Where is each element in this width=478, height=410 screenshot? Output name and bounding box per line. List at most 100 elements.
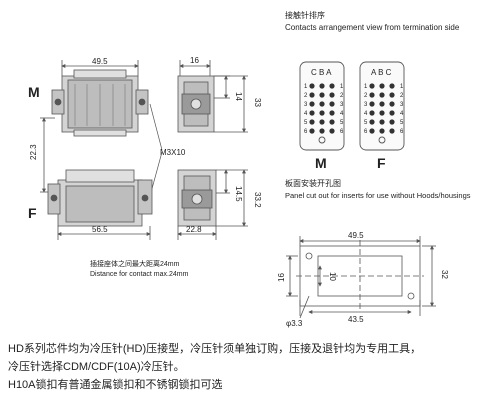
- contact-pin: [369, 119, 375, 125]
- pin-row-label: 4: [400, 111, 404, 117]
- contact-pins: 1 1 2 2 3 3 4 4 5 5 6 6 1 1 2 2 3 3 4 4 5 5 6 6: [304, 83, 404, 135]
- contact-pin: [319, 101, 325, 107]
- pin-row-label: 3: [304, 102, 308, 108]
- contact-pin: [329, 83, 335, 89]
- note-line: 冷压针选择CDM/CDF(10A)冷压针。: [8, 361, 185, 373]
- female-side-dim: 22.8: [186, 225, 202, 234]
- male-side-dim: 16: [190, 56, 199, 65]
- male-insert-label: M: [315, 155, 327, 171]
- male-side-view: [177, 60, 248, 133]
- contact-pin: [389, 119, 395, 125]
- contact-pin: [309, 110, 315, 116]
- female-s2-dim: 33.2: [253, 192, 262, 208]
- contact-pin: [329, 128, 335, 134]
- contact-pin: [319, 110, 325, 116]
- pin-row-label: 5: [340, 120, 344, 126]
- female-side-view: [177, 169, 248, 240]
- panel-h2: 10: [328, 272, 337, 281]
- pin-row-label: 2: [340, 93, 344, 99]
- contact-pin: [319, 119, 325, 125]
- panel-title-en: Panel cut out for inserts for use withou…: [285, 191, 471, 200]
- male-width-dim: 49.5: [92, 57, 108, 66]
- notes-block: HD系列芯件均为冷压针(HD)压接型，冷压针须单独订购，压接及退针均为专用工具，…: [8, 340, 472, 394]
- panel-w1: 49.5: [348, 231, 364, 240]
- pin-row-label: 4: [340, 111, 344, 117]
- pin-row-label: 3: [340, 102, 344, 108]
- note-line: H10A锁扣有普通金属锁扣和不锈钢锁扣可选: [8, 379, 223, 391]
- pin-row-label: 1: [364, 84, 368, 90]
- panel-cutout: [286, 236, 436, 319]
- female-width-dim: 56.5: [92, 225, 108, 234]
- pin-row-label: 1: [304, 84, 308, 90]
- pin-row-label: 2: [400, 93, 404, 99]
- contact-pin: [309, 128, 315, 134]
- panel-hole: φ3.3: [286, 319, 303, 328]
- contact-pin: [379, 92, 385, 98]
- male-s2-dim: 33: [253, 98, 262, 107]
- contact-pin: [379, 110, 385, 116]
- panel-h1: 16: [277, 273, 286, 282]
- pin-row-label: 6: [400, 129, 404, 135]
- pin-row-label: 3: [364, 102, 368, 108]
- contact-pin: [329, 92, 335, 98]
- contact-pin: [369, 128, 375, 134]
- female-label: F: [28, 205, 37, 221]
- pin-row-label: 3: [400, 102, 404, 108]
- overall-height-dim: [40, 117, 55, 193]
- contact-pin: [369, 83, 375, 89]
- pin-row-label: 6: [340, 129, 344, 135]
- contact-pin: [309, 83, 315, 89]
- contact-pin: [319, 83, 325, 89]
- contact-pin: [379, 83, 385, 89]
- contact-pin: [319, 128, 325, 134]
- pin-row-label: 2: [304, 93, 308, 99]
- male-label: M: [28, 84, 40, 100]
- contact-pin: [369, 110, 375, 116]
- contact-pin: [389, 110, 395, 116]
- pin-row-label: 5: [364, 120, 368, 126]
- female-front-view: [47, 169, 153, 240]
- left-dim: 22.3: [29, 144, 38, 160]
- mating-title-en: Contacts arrangement view from terminati…: [285, 23, 460, 32]
- pin-row-label: 4: [304, 111, 308, 117]
- contact-pin: [379, 101, 385, 107]
- female-s1-dim: 14.5: [234, 186, 243, 202]
- panel-h3: 32: [440, 270, 449, 279]
- male-s1-dim: 14: [234, 92, 243, 101]
- distance-note-en: Distance for contact max.24mm: [90, 271, 189, 278]
- contact-pin: [389, 92, 395, 98]
- contact-pin: [379, 128, 385, 134]
- female-columns: A B C: [371, 68, 392, 77]
- contact-pin: [309, 92, 315, 98]
- contact-pin: [389, 83, 395, 89]
- contact-pin: [309, 119, 315, 125]
- pin-row-label: 6: [304, 129, 308, 135]
- contact-pin: [329, 101, 335, 107]
- female-insert-label: F: [377, 155, 386, 171]
- pin-row-label: 4: [364, 111, 368, 117]
- panel-title-cn: 板面安装开孔图: [285, 178, 341, 188]
- male-columns: C B A: [311, 68, 332, 77]
- panel-w2: 43.5: [348, 315, 364, 324]
- contact-pin: [389, 101, 395, 107]
- pin-row-label: 5: [400, 120, 404, 126]
- contact-pin: [379, 119, 385, 125]
- contact-pin: [369, 101, 375, 107]
- contact-pin: [389, 128, 395, 134]
- distance-note-cn: 插接座体之间最大距离24mm: [90, 259, 180, 268]
- screw-label: M3X10: [160, 148, 186, 157]
- male-front-view: [51, 60, 149, 137]
- contact-pin: [309, 101, 315, 107]
- pin-row-label: 2: [364, 93, 368, 99]
- pin-row-label: 5: [304, 120, 308, 126]
- contact-pin: [329, 119, 335, 125]
- pin-row-label: 6: [364, 129, 368, 135]
- pin-row-label: 1: [400, 84, 404, 90]
- pin-row-label: 1: [340, 84, 344, 90]
- note-line: HD系列芯件均为冷压针(HD)压接型，冷压针须单独订购，压接及退针均为专用工具，: [8, 343, 422, 355]
- contact-pin: [329, 110, 335, 116]
- mating-title-cn: 接触针排序: [285, 10, 325, 20]
- contact-pin: [369, 92, 375, 98]
- contact-pin: [319, 92, 325, 98]
